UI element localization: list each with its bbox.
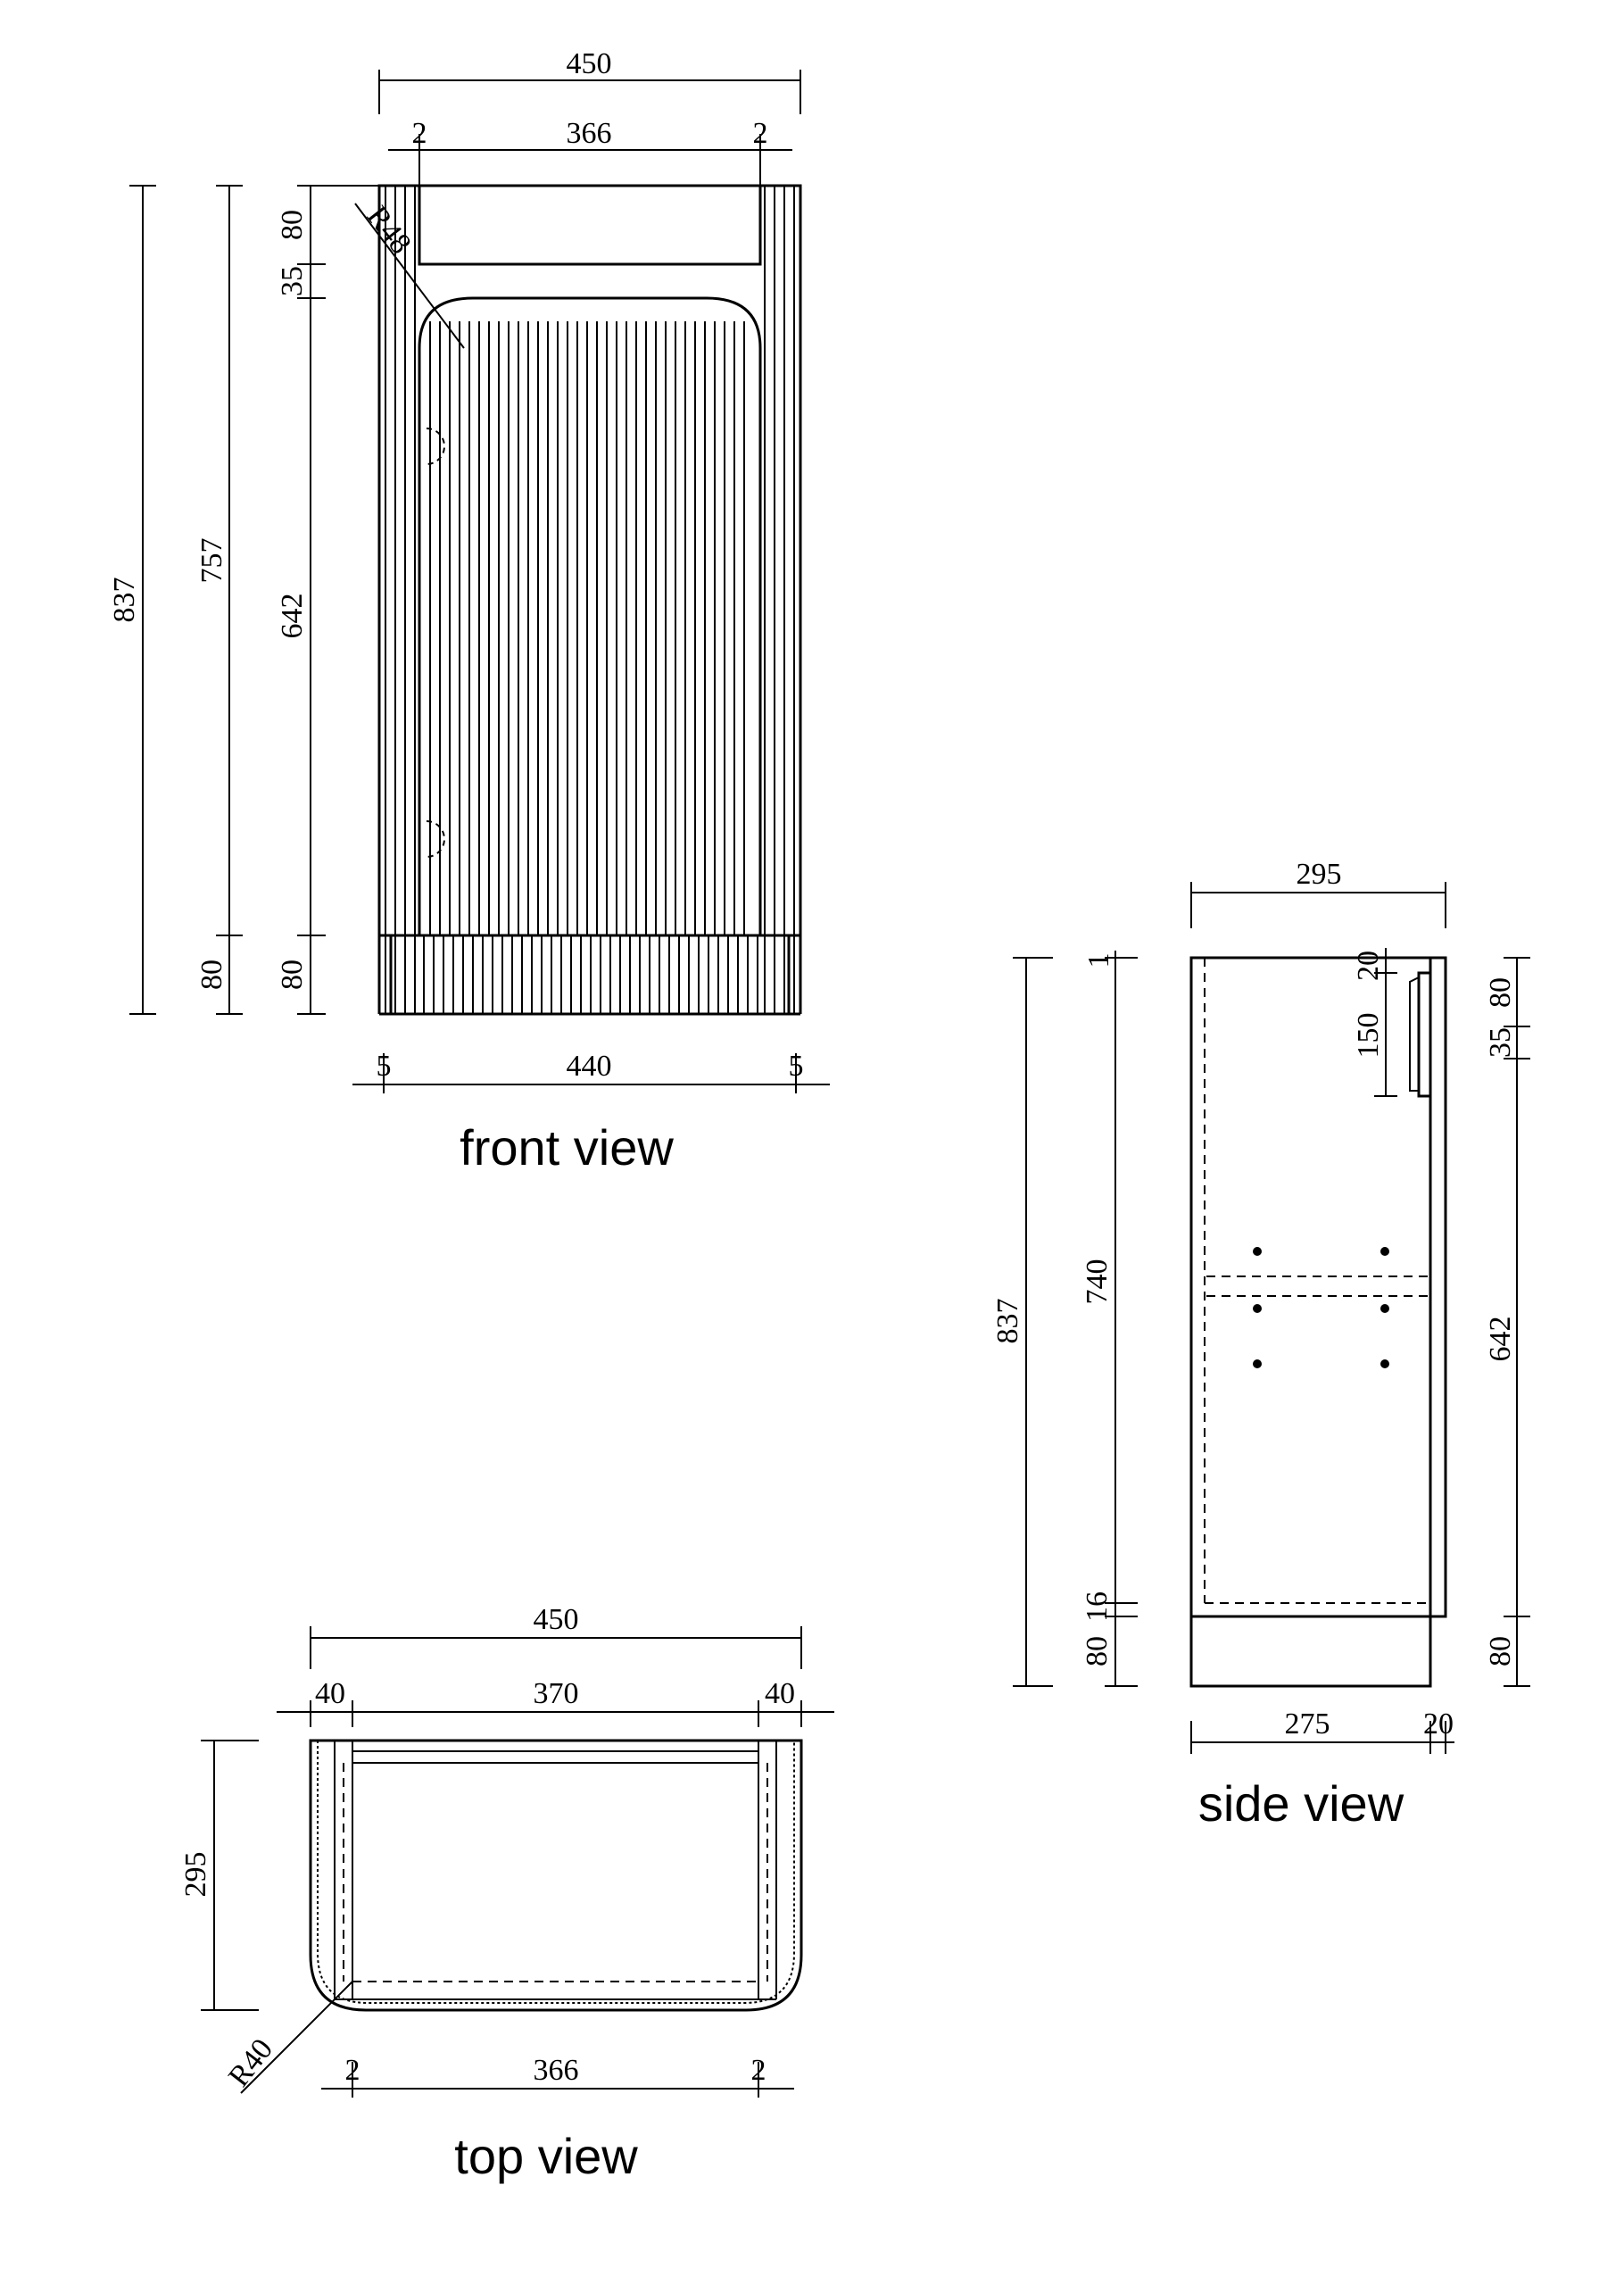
top-radius-label: R40 (222, 2032, 279, 2092)
top-radius-leader (240, 1981, 353, 2094)
front-dim-80-label: 80 (276, 210, 309, 240)
top-dim-370 (277, 1700, 834, 1727)
front-flutes (385, 186, 795, 1014)
top-dim-295 (201, 1740, 259, 2011)
front-radius-leader (354, 203, 465, 349)
front-view: R48 450 2 366 2 837 757 80 (108, 47, 830, 1176)
side-dim-275 (1190, 1721, 1454, 1754)
front-dim-left-2: 2 (412, 117, 427, 150)
top-dim-370-label: 370 (534, 1677, 579, 1710)
front-dim-450-label: 450 (567, 47, 612, 80)
side-dim-door-20-label: 20 (1423, 1708, 1454, 1741)
top-dim-right-40: 40 (765, 1677, 795, 1710)
top-outline-fluted (317, 1741, 795, 2004)
side-dim-handle (1374, 948, 1397, 1097)
side-door-handle (1417, 971, 1430, 1098)
front-dim-base-right: 5 (789, 1050, 804, 1083)
side-dim-740 (1105, 951, 1138, 1687)
top-carcass (334, 1741, 777, 2000)
top-hidden-lines (343, 1763, 768, 1982)
side-dim-275-label: 275 (1285, 1708, 1330, 1741)
side-dim-80-label: 80 (1081, 1636, 1114, 1666)
side-dim-837-label: 837 (991, 1299, 1024, 1344)
top-dim-366-label: 366 (534, 2054, 579, 2087)
side-dim-right-plinth-label: 80 (1484, 1636, 1517, 1666)
front-dim-757 (216, 185, 243, 1015)
top-dim-left-40: 40 (315, 1677, 345, 1710)
side-hidden-lines (1204, 958, 1430, 1604)
side-dim-right-642-label: 642 (1484, 1317, 1517, 1362)
side-dim-740-label: 740 (1081, 1259, 1114, 1305)
front-door-flutes (429, 321, 745, 935)
side-dim-right-80-label: 80 (1484, 977, 1517, 1008)
side-view: 295 837 1 740 16 80 20 150 (991, 858, 1530, 1832)
side-door-handle-inner (1409, 976, 1420, 1092)
side-dim-right (1504, 957, 1530, 1687)
top-dim-366 (321, 2062, 794, 2098)
side-dim-20-label: 20 (1352, 951, 1385, 981)
side-dim-837 (1013, 957, 1053, 1687)
side-dim-295-label: 295 (1297, 858, 1342, 891)
front-dim-plinth-right-label: 80 (276, 960, 309, 990)
top-view: 450 40 370 40 295 R40 2 366 2 to (179, 1603, 834, 2184)
side-cabinet-outline (1189, 956, 1447, 1688)
side-dim-16-label: 16 (1081, 1591, 1114, 1622)
side-dim-150-label: 150 (1352, 1013, 1385, 1059)
top-dim-450 (310, 1626, 802, 1669)
front-dim-440 (352, 1053, 830, 1093)
front-dim-35-label: 35 (276, 266, 309, 296)
top-dim-450-label: 450 (534, 1603, 579, 1636)
top-dim-295-label: 295 (179, 1852, 212, 1898)
front-dim-450 (378, 70, 801, 114)
front-dim-837-label: 837 (108, 577, 141, 623)
front-dim-440-label: 440 (567, 1050, 612, 1083)
front-door-arch (418, 296, 762, 935)
front-dim-757-label: 757 (195, 538, 228, 584)
side-dim-1-label: 1 (1082, 953, 1115, 968)
top-dim-left-2: 2 (345, 2054, 360, 2087)
front-radius-label: R48 (360, 200, 418, 260)
top-view-caption: top view (454, 2128, 638, 2184)
front-top-rail (418, 184, 762, 266)
top-outline (309, 1739, 803, 2012)
front-dim-base-left: 5 (377, 1050, 392, 1083)
front-dim-642-label: 642 (276, 594, 309, 639)
front-dim-837 (129, 185, 156, 1015)
front-dim-plinth-left-label: 80 (195, 960, 228, 990)
front-dim-366 (388, 134, 792, 186)
front-dim-642 (297, 185, 379, 1015)
side-dim-right-35-label: 35 (1484, 1027, 1517, 1058)
front-cabinet-outline (377, 184, 802, 1016)
top-dim-right-2: 2 (751, 2054, 766, 2087)
front-dim-366-label: 366 (567, 117, 612, 150)
front-view-caption: front view (460, 1119, 674, 1176)
front-dim-right-2: 2 (753, 117, 768, 150)
side-view-caption: side view (1198, 1775, 1404, 1832)
side-shelf-pins (1253, 1247, 1389, 1368)
side-dim-295 (1190, 882, 1446, 928)
